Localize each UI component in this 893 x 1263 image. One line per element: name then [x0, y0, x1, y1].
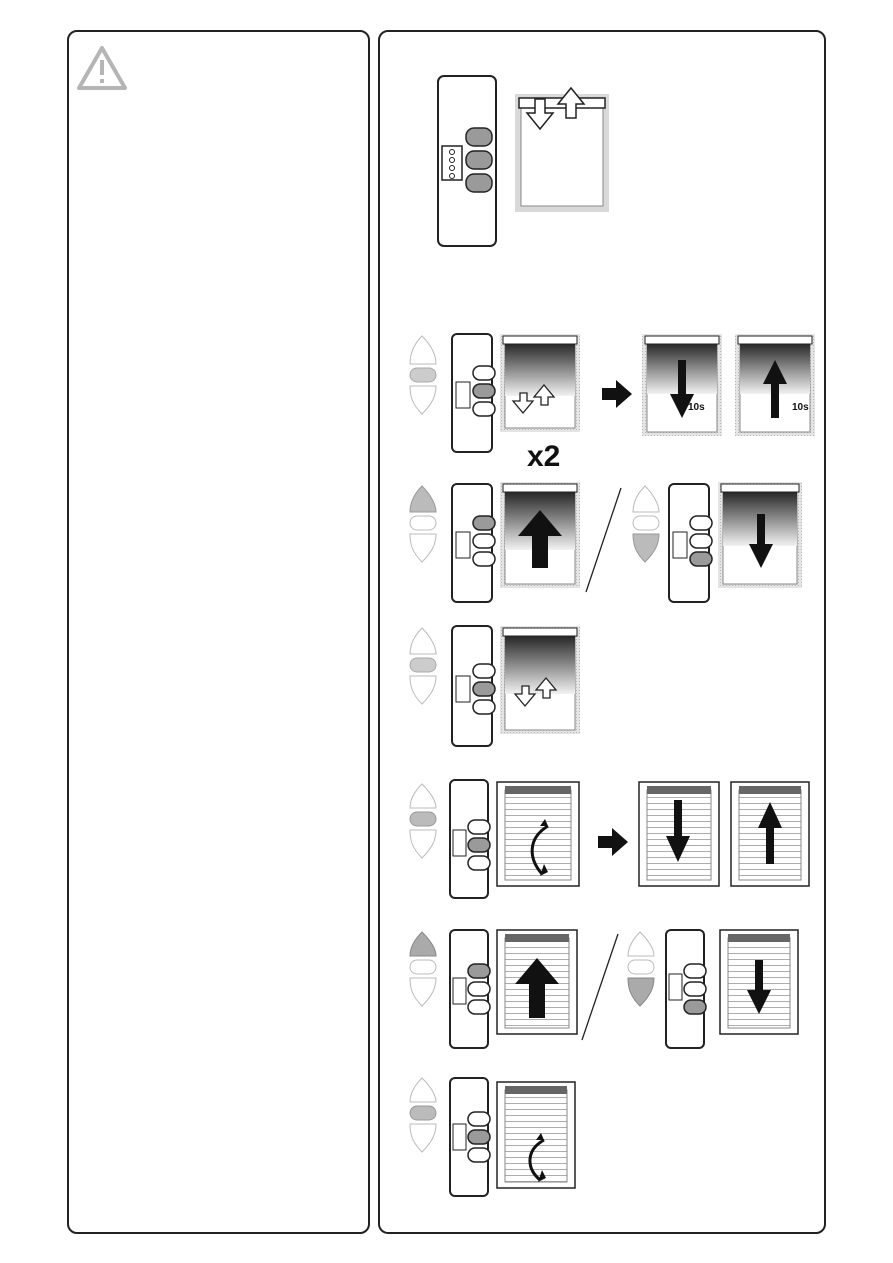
arrow-right-icon — [598, 828, 628, 856]
warning-triangle-icon — [77, 46, 127, 90]
left-panel — [67, 30, 370, 1234]
step-2 — [409, 482, 802, 603]
remote-large — [437, 75, 497, 247]
timer-label-down: 10s — [688, 402, 705, 413]
arrow-right-icon — [602, 380, 632, 408]
step-6 — [409, 1077, 576, 1197]
step-5 — [409, 929, 799, 1049]
step-4 — [409, 779, 810, 899]
step-3 — [409, 625, 580, 747]
repeat-label: x2 — [527, 440, 561, 473]
timer-label-up: 10s — [792, 402, 809, 413]
step-1 — [409, 333, 815, 453]
blind-large — [515, 86, 609, 212]
